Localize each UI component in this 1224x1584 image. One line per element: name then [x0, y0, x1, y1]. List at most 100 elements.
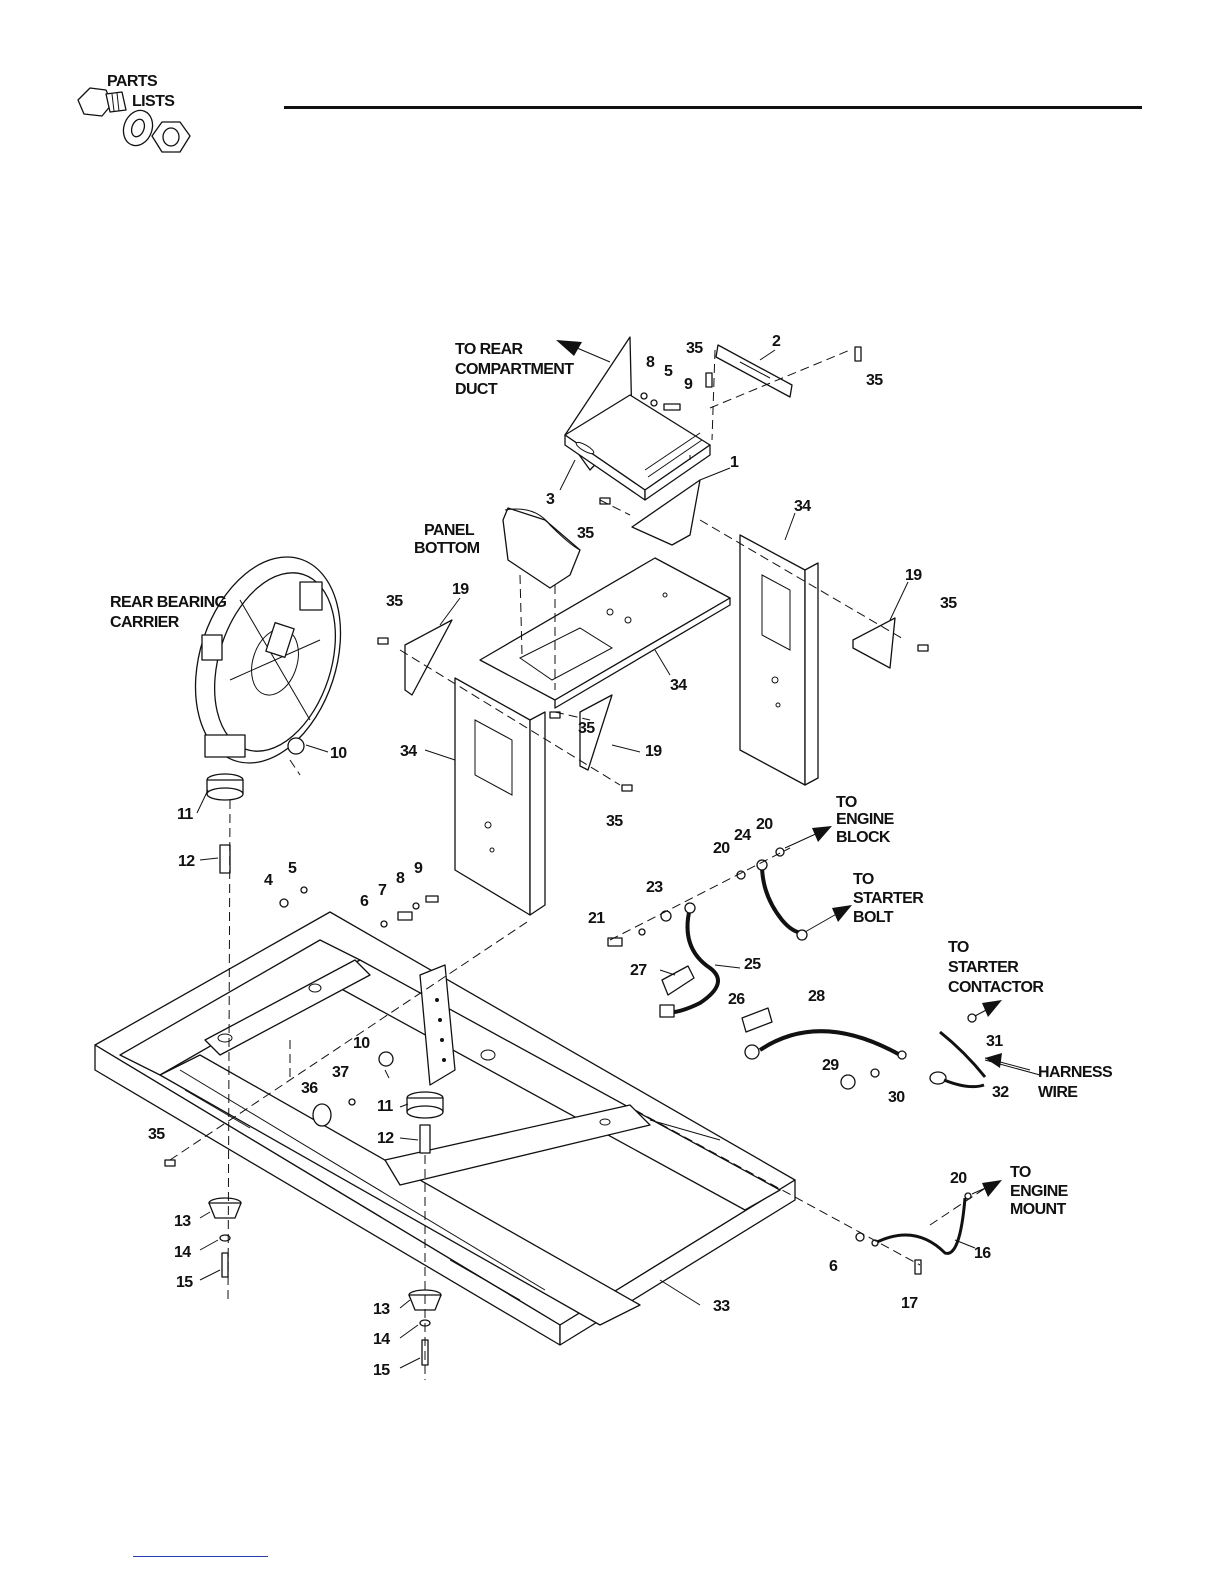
part-number: 30 — [888, 1089, 905, 1106]
harness-wire-32 — [929, 1030, 987, 1089]
svg-text:BLOCK: BLOCK — [836, 829, 891, 846]
part-number: 12 — [178, 853, 195, 870]
svg-text:TO: TO — [853, 871, 874, 888]
part-number: 6 — [360, 893, 369, 910]
part-number: 6 — [829, 1258, 838, 1275]
boot-26 — [741, 1007, 773, 1033]
part-number: 35 — [386, 593, 403, 610]
svg-text:DUCT: DUCT — [455, 381, 498, 398]
nut-10-lower — [378, 1051, 394, 1067]
svg-text:ENGINE: ENGINE — [1010, 1183, 1069, 1200]
svg-text:PANEL: PANEL — [424, 522, 475, 539]
arrow-to-starter-contactor — [982, 1000, 1002, 1017]
part-number: 34 — [670, 677, 687, 694]
part-number: 35 — [940, 595, 957, 612]
part-number: 20 — [713, 840, 730, 857]
rear-bearing-carrier — [194, 556, 342, 764]
part-number: 32 — [992, 1084, 1009, 1101]
arrow-harness-wire — [985, 1053, 1002, 1068]
part-number: 31 — [986, 1033, 1003, 1050]
svg-text:CARRIER: CARRIER — [110, 614, 180, 631]
svg-text:TO: TO — [1010, 1164, 1031, 1181]
callout-rear-bearing-carrier: REAR BEARING CARRIER — [110, 594, 227, 631]
part-number: 13 — [373, 1301, 390, 1318]
part-number: 19 — [452, 581, 469, 598]
part-number: 34 — [794, 498, 811, 515]
callout-harness-wire: HARNESS WIRE — [1038, 1064, 1114, 1101]
part-number: 35 — [577, 525, 594, 542]
part-number: 37 — [332, 1064, 349, 1081]
part-number: 15 — [373, 1362, 390, 1379]
part-number: 35 — [606, 813, 623, 830]
part-number: 14 — [174, 1244, 191, 1261]
support-bracket — [631, 479, 701, 546]
svg-text:STARTER: STARTER — [948, 959, 1019, 976]
callout-to-starter-contactor: TO STARTER CONTACTOR — [948, 939, 1045, 996]
part-number: 35 — [866, 372, 883, 389]
arrow-to-engine-mount — [982, 1180, 1002, 1197]
cable-16 — [871, 1197, 967, 1255]
part-number: 8 — [396, 870, 405, 887]
cable-25 — [659, 902, 720, 1018]
svg-text:BOTTOM: BOTTOM — [414, 540, 480, 557]
svg-text:TO: TO — [836, 794, 857, 811]
logo-text-lists: LISTS — [132, 93, 175, 110]
corner-bracket-right — [852, 617, 896, 669]
cable-24 — [756, 859, 808, 941]
part-number: 12 — [377, 1130, 394, 1147]
part-number: 13 — [174, 1213, 191, 1230]
callout-to-engine-block: TO ENGINE BLOCK — [836, 794, 895, 846]
part-number: 17 — [901, 1295, 918, 1312]
part-number: 4 — [264, 872, 273, 889]
part-number: 24 — [734, 827, 751, 844]
direction-arrows — [556, 340, 1031, 1197]
part-number: 21 — [588, 910, 605, 927]
part-number-labels: 35 2 35 8 5 9 1 3 35 34 19 35 35 19 34 3… — [148, 333, 1010, 1379]
part-number: 20 — [950, 1170, 967, 1187]
part-number: 5 — [288, 860, 297, 877]
part-number: 11 — [377, 1098, 393, 1115]
part-number: 28 — [808, 988, 825, 1005]
mount-stack-left — [206, 773, 244, 1278]
strap-bracket — [715, 344, 793, 398]
svg-text:STARTER: STARTER — [853, 890, 924, 907]
logo-text-parts: PARTS — [107, 73, 158, 90]
left-upright-panel — [454, 677, 546, 916]
arrow-to-rear-duct — [556, 340, 582, 356]
leader-lines — [196, 349, 1041, 1369]
hex-bolt-icon — [77, 87, 127, 117]
callout-to-rear-duct: TO REAR COMPARTMENT DUCT — [455, 341, 575, 398]
right-upright-panel — [739, 534, 819, 786]
arrow-to-starter-bolt — [832, 905, 852, 922]
cable-28 — [744, 1029, 907, 1060]
svg-text:MOUNT: MOUNT — [1010, 1201, 1066, 1218]
svg-text:BOLT: BOLT — [853, 909, 894, 926]
nut-10-top — [287, 737, 305, 755]
clamp-36 — [312, 1103, 332, 1127]
part-number: 19 — [905, 567, 922, 584]
callout-to-starter-bolt: TO STARTER BOLT — [853, 871, 925, 926]
part-number: 14 — [373, 1331, 390, 1348]
svg-text:REAR BEARING: REAR BEARING — [110, 594, 227, 611]
part-number: 15 — [176, 1274, 193, 1291]
boot-27 — [661, 965, 695, 996]
svg-text:COMPARTMENT: COMPARTMENT — [455, 361, 574, 378]
part-number: 11 — [177, 806, 193, 823]
duct-bracket — [564, 336, 711, 501]
part-number: 16 — [974, 1245, 991, 1262]
svg-text:ENGINE: ENGINE — [836, 811, 895, 828]
washer-icon — [122, 109, 154, 147]
part-number: 1 — [730, 454, 739, 471]
header-rule — [284, 106, 1142, 109]
part-number: 10 — [353, 1035, 370, 1052]
svg-text:CONTACTOR: CONTACTOR — [948, 979, 1044, 996]
parts-lists-logo: PARTS LISTS — [77, 73, 191, 153]
part-number: 29 — [822, 1057, 839, 1074]
part-number: 26 — [728, 991, 745, 1008]
part-number: 8 — [646, 354, 655, 371]
part-number: 23 — [646, 879, 663, 896]
callout-to-engine-mount: TO ENGINE MOUNT — [1010, 1164, 1069, 1218]
part-number: 27 — [630, 962, 647, 979]
part-number: 9 — [684, 376, 693, 393]
